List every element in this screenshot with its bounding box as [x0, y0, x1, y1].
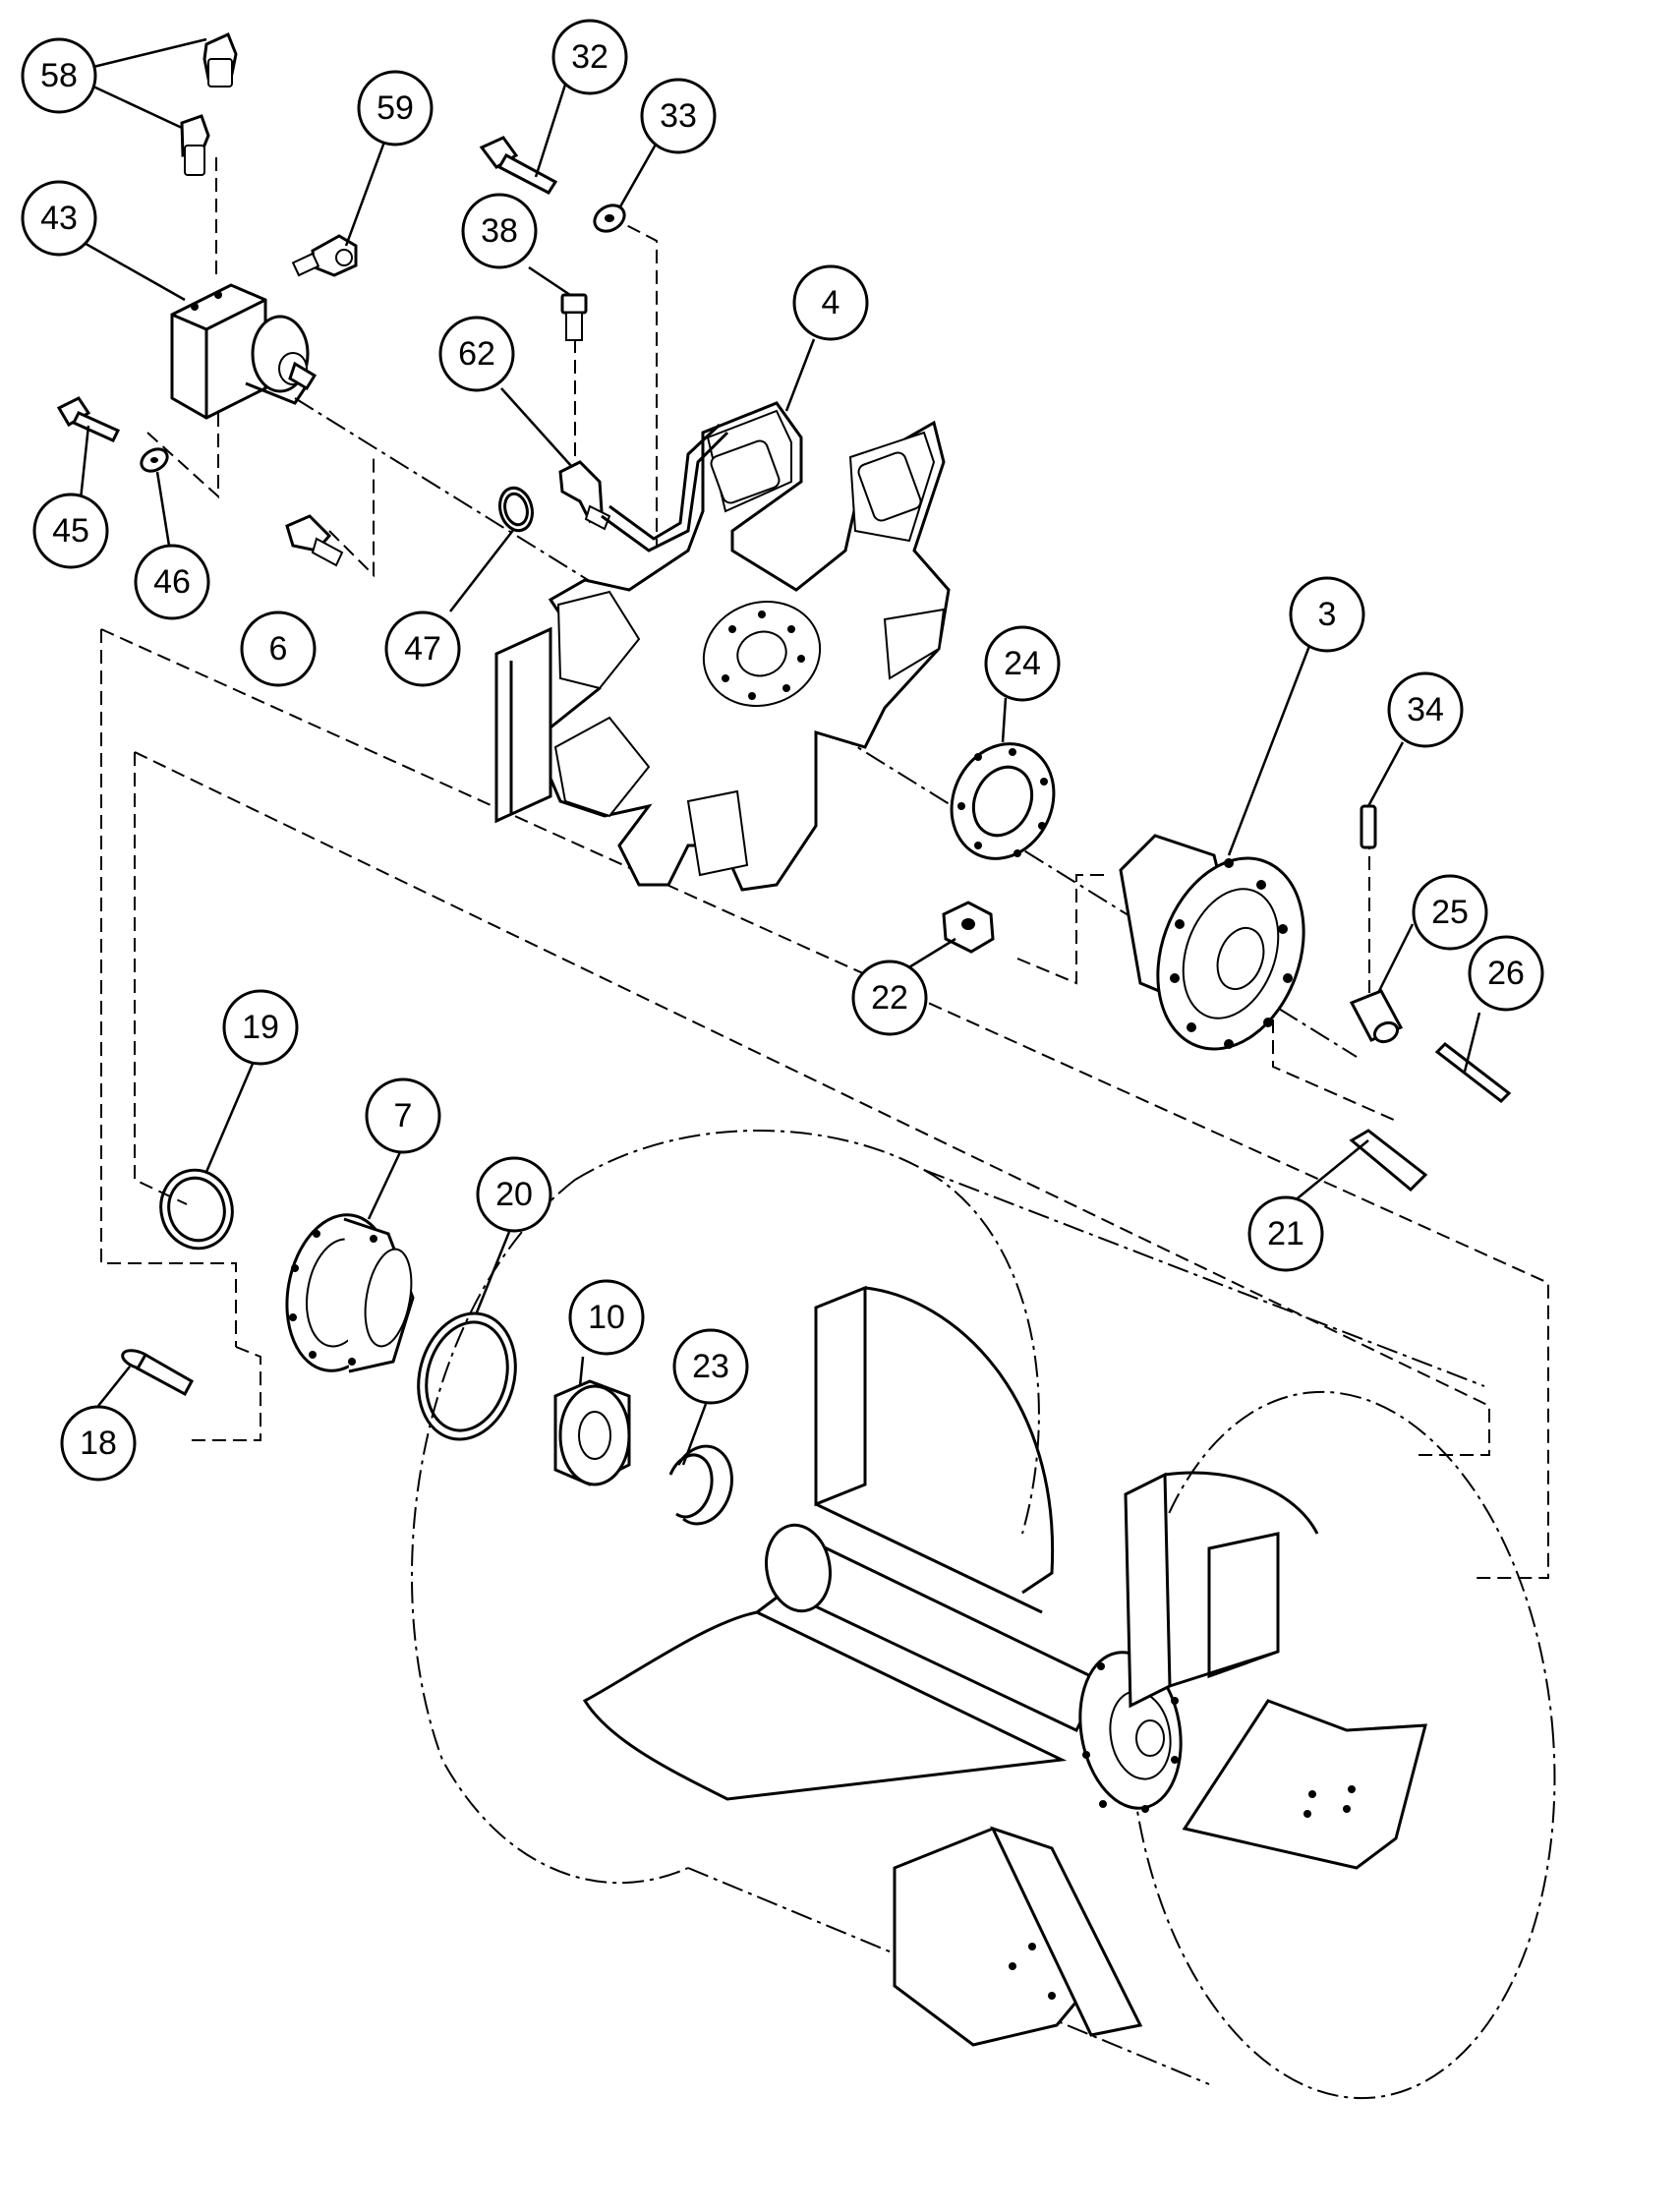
callout-26: 26	[1468, 935, 1544, 1012]
fitting-part-58-lower	[180, 114, 210, 176]
callout-46: 46	[134, 544, 210, 620]
callout-label: 21	[1267, 1215, 1304, 1252]
callout-6: 6	[240, 611, 317, 687]
callout-label: 38	[481, 212, 518, 250]
callout-43: 43	[21, 180, 97, 257]
callout-47: 47	[384, 611, 461, 687]
callout-label: 23	[692, 1348, 729, 1385]
callout-24: 24	[984, 625, 1061, 702]
callout-label: 18	[80, 1425, 117, 1462]
callout-23: 23	[672, 1328, 749, 1405]
callout-34: 34	[1387, 671, 1464, 748]
callout-label: 62	[458, 335, 495, 373]
callout-label: 6	[269, 630, 288, 668]
callout-20: 20	[476, 1156, 552, 1233]
callout-45: 45	[32, 493, 109, 569]
washer-part-46	[140, 447, 169, 473]
nut-part-22	[942, 901, 995, 954]
callout-label: 46	[153, 563, 191, 601]
callout-4: 4	[792, 264, 869, 341]
callout-21: 21	[1247, 1195, 1324, 1272]
callout-label: 20	[495, 1176, 533, 1213]
hub-part-3	[1119, 834, 1305, 1051]
washer-part-33	[593, 204, 626, 233]
callout-label: 59	[376, 89, 414, 127]
flange-part-7	[285, 1213, 415, 1373]
callout-32: 32	[551, 19, 628, 95]
rollpin-part-26	[1434, 1042, 1512, 1103]
gearbox-part-43	[170, 283, 318, 420]
callout-7: 7	[365, 1077, 441, 1154]
bearing-part-10	[553, 1379, 631, 1486]
snapring-part-23	[668, 1444, 733, 1526]
elbow-part-62	[558, 460, 611, 531]
fitting-part-58-upper	[203, 31, 238, 87]
callout-label: 45	[52, 512, 89, 550]
callout-label: 47	[404, 630, 441, 668]
bolt-part-32	[479, 136, 558, 195]
callout-label: 33	[660, 97, 697, 135]
callout-19: 19	[222, 989, 299, 1066]
callout-label: 7	[394, 1097, 413, 1135]
callout-label: 4	[822, 284, 840, 321]
callout-58: 58	[21, 37, 97, 114]
oring-part-20	[417, 1311, 517, 1441]
callout-33: 33	[640, 78, 717, 154]
oring-part-47	[498, 486, 534, 533]
callout-label: 34	[1407, 691, 1444, 728]
callout-label: 19	[242, 1009, 279, 1046]
callout-3: 3	[1289, 576, 1365, 653]
oring-part-19	[159, 1168, 234, 1251]
fitting-part-38	[560, 293, 588, 341]
sensor-part-6	[285, 514, 344, 567]
pin-part-34	[1360, 804, 1377, 849]
bracket-part-4	[494, 401, 951, 892]
callout-22: 22	[851, 960, 928, 1036]
callout-label: 22	[871, 979, 908, 1017]
stud-part-21	[1349, 1129, 1428, 1193]
drum-assembly	[410, 1130, 1556, 2100]
callout-label: 32	[571, 38, 608, 76]
callout-38: 38	[461, 193, 538, 269]
callout-label: 10	[588, 1299, 625, 1336]
callout-label: 58	[40, 57, 78, 94]
fitting-part-59	[291, 234, 358, 277]
bolt-part-18	[121, 1349, 195, 1397]
callout-25: 25	[1412, 874, 1488, 951]
callout-62: 62	[438, 316, 515, 392]
callout-label: 43	[40, 200, 78, 237]
callout-59: 59	[357, 70, 434, 146]
callout-label: 25	[1431, 894, 1469, 931]
bushing-part-25	[1349, 989, 1404, 1044]
callout-label: 26	[1487, 955, 1525, 992]
callout-18: 18	[60, 1405, 137, 1482]
bolt-part-45	[56, 396, 121, 442]
callout-10: 10	[568, 1279, 645, 1356]
gasket-part-24	[950, 742, 1056, 860]
callout-label: 3	[1318, 596, 1337, 633]
callout-label: 24	[1004, 645, 1041, 682]
